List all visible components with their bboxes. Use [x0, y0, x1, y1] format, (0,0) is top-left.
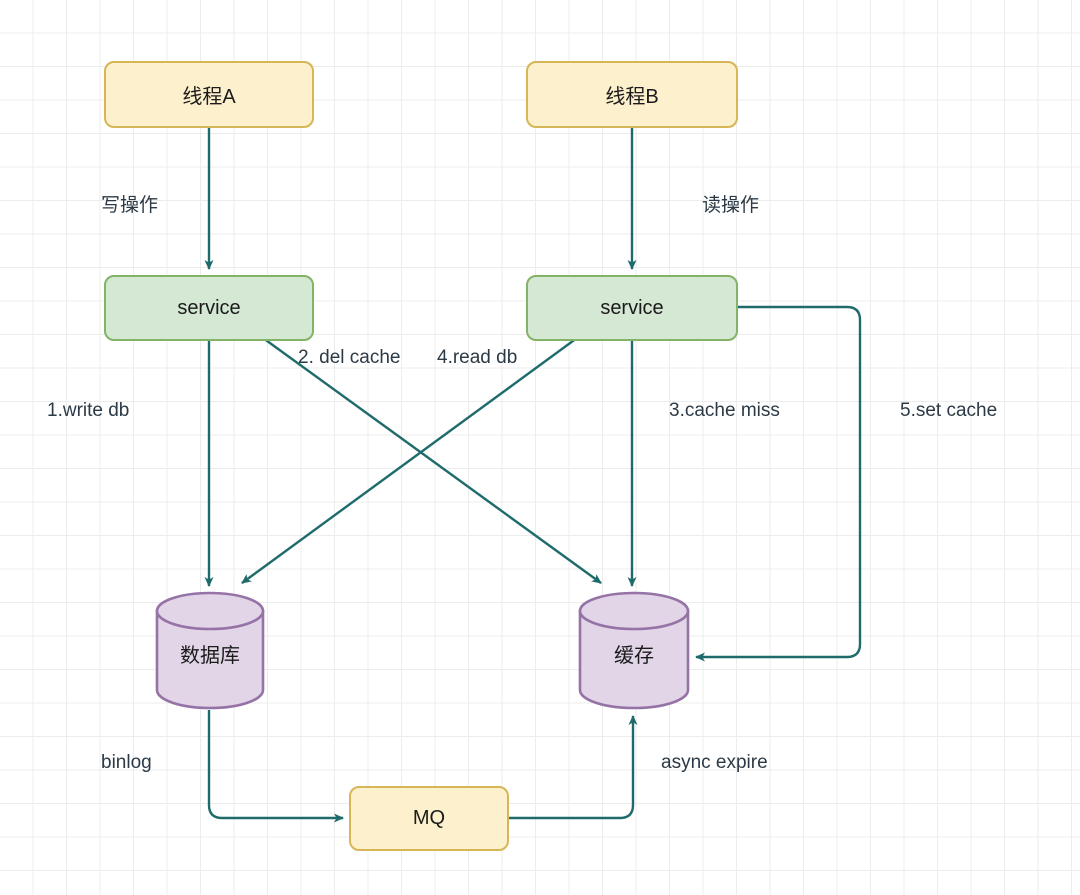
edge-mq-to-cache: [509, 715, 638, 820]
node-thread-b-label: 线程B: [605, 86, 659, 108]
node-mq[interactable]: MQ: [349, 786, 509, 851]
edge-database-to-mq: [207, 710, 344, 823]
edge-label-cache-miss: 3.cache miss: [669, 400, 780, 421]
node-service-b[interactable]: service: [526, 275, 738, 341]
node-database-label: 数据库: [180, 645, 240, 667]
edge-service-b-to-database: [241, 337, 578, 584]
edge-label-async-expire: async expire: [661, 752, 768, 773]
edge-label-read-db: 4.read db: [437, 347, 518, 368]
node-cache-label: 缓存: [614, 645, 654, 667]
node-thread-a-label: 线程A: [182, 86, 236, 108]
node-service-a[interactable]: service: [104, 275, 314, 341]
edge-label-read-op: 读操作: [702, 195, 760, 216]
edge-label-set-cache: 5.set cache: [900, 400, 998, 421]
edge-label-write-db: 1.write db: [47, 400, 130, 421]
database-cylinder-icon: [155, 591, 265, 710]
node-mq-label: MQ: [412, 807, 446, 829]
edge-label-write-op: 写操作: [101, 195, 159, 216]
edge-service-b-to-cache-set: [695, 305, 862, 662]
node-cache[interactable]: 缓存: [578, 591, 690, 710]
node-service-b-label: service: [600, 296, 664, 319]
edge-label-binlog: binlog: [101, 752, 152, 773]
edge-service-a-to-cache: [262, 337, 602, 584]
node-thread-b[interactable]: 线程B: [526, 61, 738, 128]
node-thread-a[interactable]: 线程A: [104, 61, 314, 128]
cache-cylinder-icon: [578, 591, 690, 710]
node-database[interactable]: 数据库: [155, 591, 265, 710]
node-service-a-label: service: [177, 296, 241, 319]
edge-label-del-cache: 2. del cache: [298, 347, 401, 368]
